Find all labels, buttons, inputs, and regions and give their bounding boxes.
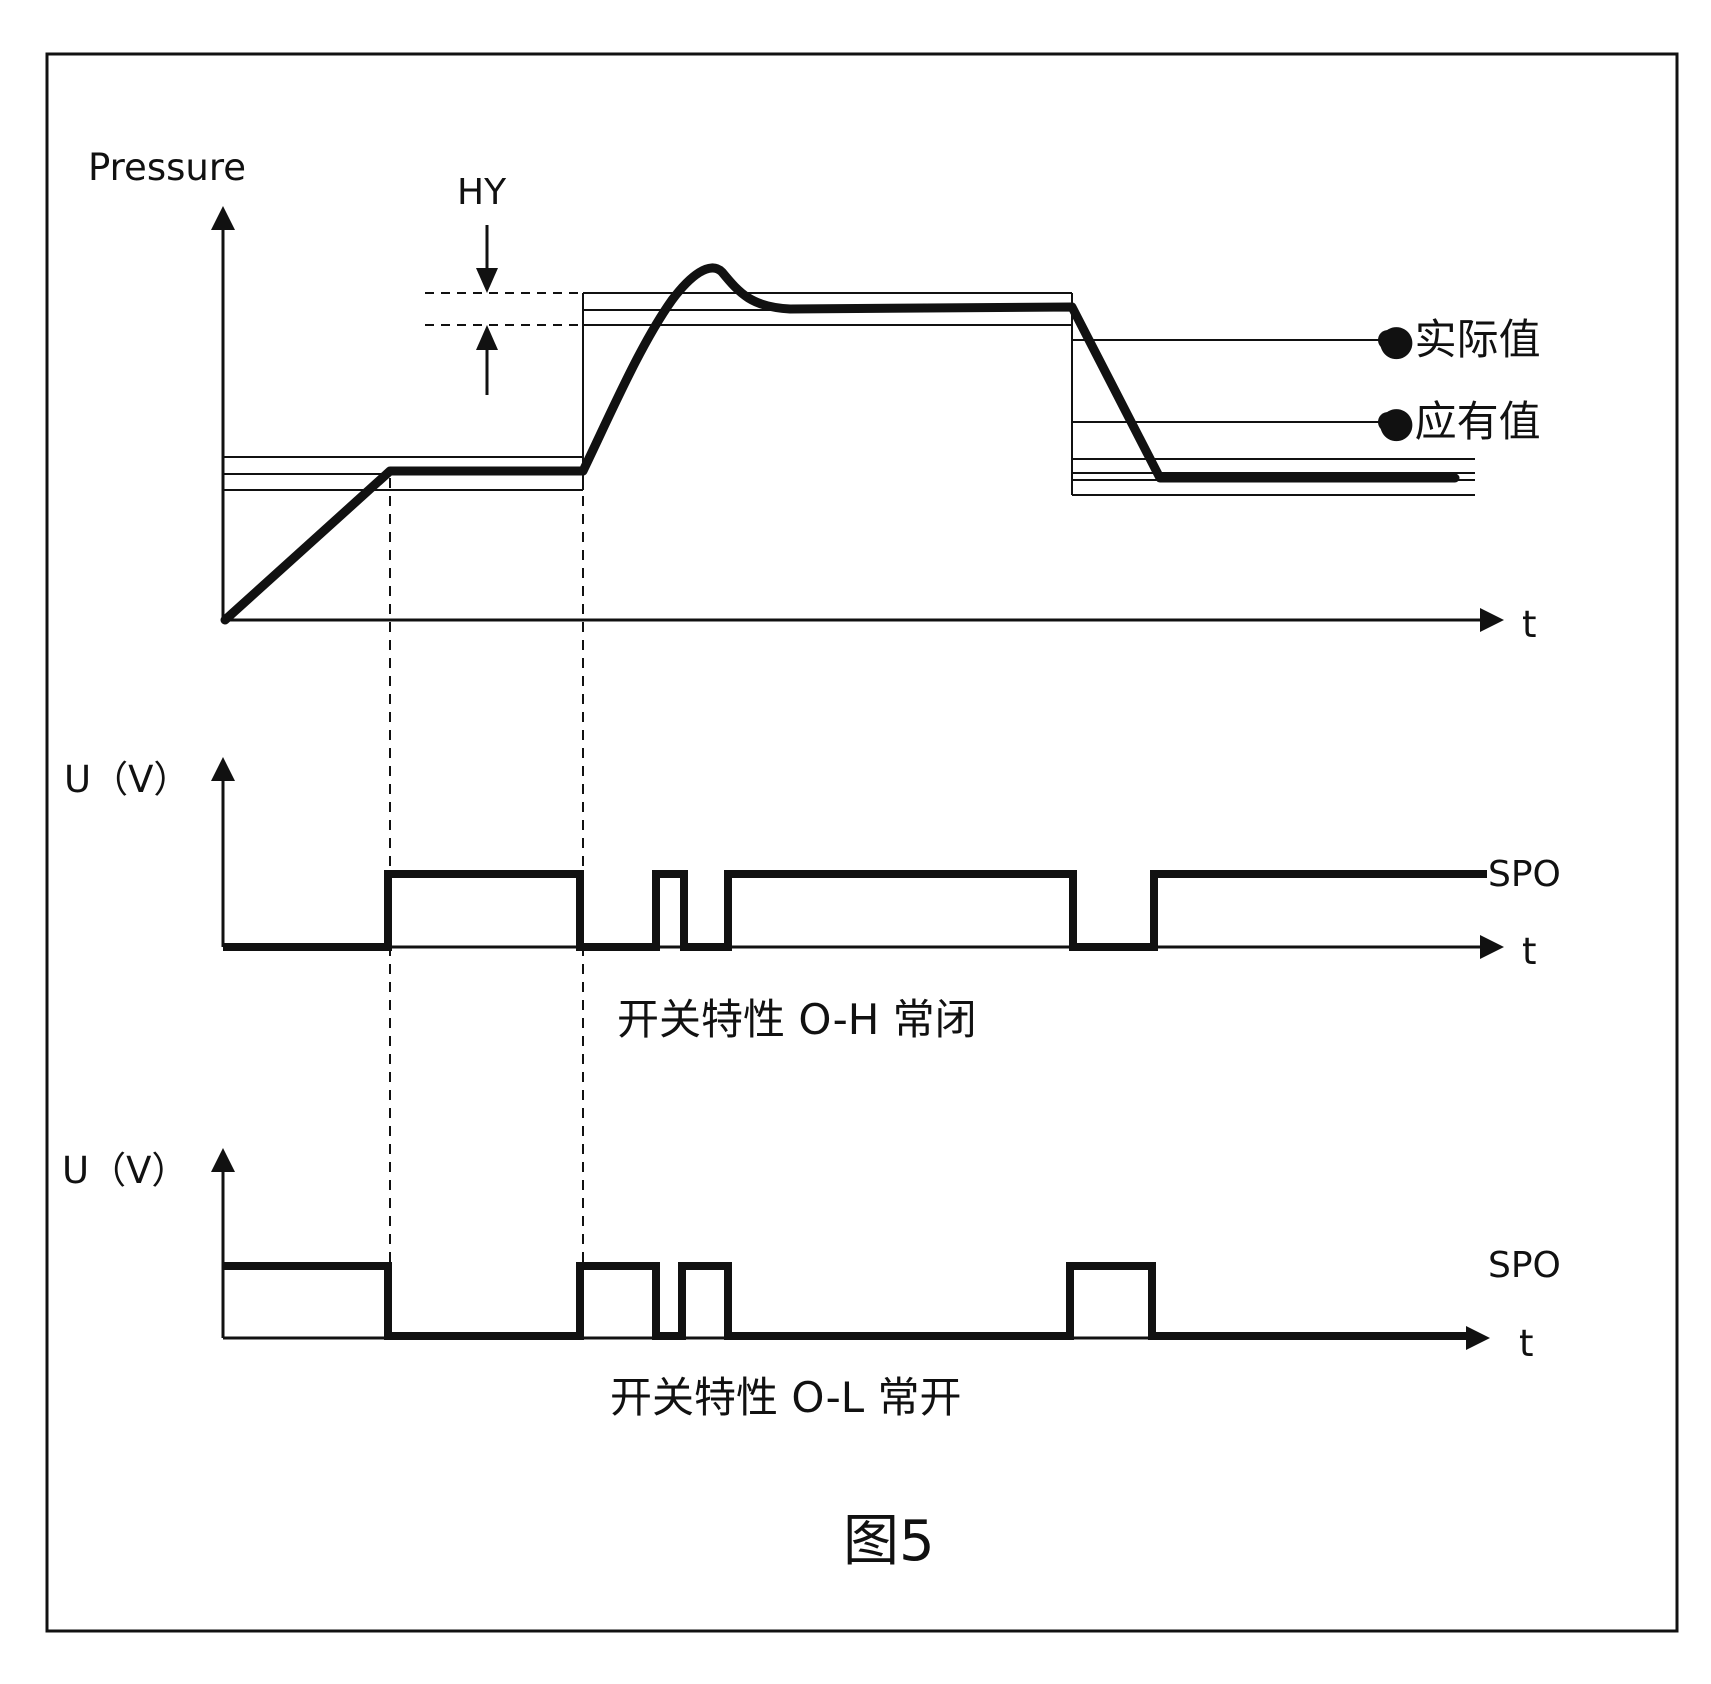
ol-plot: U（V） t SPO 开关特性 O-L 常开 [62, 1148, 1561, 1422]
oh-signal-trace [223, 870, 1487, 951]
setpoint-value-marker [1378, 412, 1398, 432]
oh-y-axis-arrow [211, 757, 235, 781]
figure-frame [45, 52, 1679, 1633]
ol-y-axis-label: U（V） [62, 1149, 188, 1192]
hy-bottom-arrow-head [476, 325, 498, 350]
ol-caption: 开关特性 O-L 常开 [610, 1373, 961, 1422]
setpoint-value-label: ●应有值 [1378, 397, 1541, 446]
pressure-x-axis-arrow [1480, 608, 1504, 632]
pressure-x-axis-label: t [1522, 603, 1537, 646]
oh-x-axis-label: t [1522, 930, 1537, 973]
pressure-y-axis-arrow [211, 206, 235, 230]
hy-top-arrow-head [476, 268, 498, 293]
ol-signal-label: SPO [1488, 1245, 1561, 1286]
actual-value-marker [1378, 330, 1398, 350]
oh-caption: 开关特性 O-H 常闭 [617, 995, 977, 1044]
oh-plot: U（V） t SPO 开关特性 O-H 常闭 [64, 757, 1561, 1044]
ol-y-axis-arrow [211, 1148, 235, 1172]
pressure-curve [220, 263, 1460, 625]
figure-caption: 图5 [843, 1509, 935, 1574]
hy-label: HY [457, 172, 507, 213]
oh-signal-label: SPO [1488, 854, 1561, 895]
oh-x-axis-arrow [1480, 935, 1504, 959]
ol-x-axis-label: t [1519, 1322, 1534, 1365]
oh-y-axis-label: U（V） [64, 758, 190, 801]
ol-signal-trace [223, 1262, 1472, 1340]
pressure-y-axis-label: Pressure [88, 146, 246, 189]
actual-value-label: ●实际值 [1378, 315, 1541, 364]
pressure-plot: Pressure t HY [88, 146, 1541, 646]
